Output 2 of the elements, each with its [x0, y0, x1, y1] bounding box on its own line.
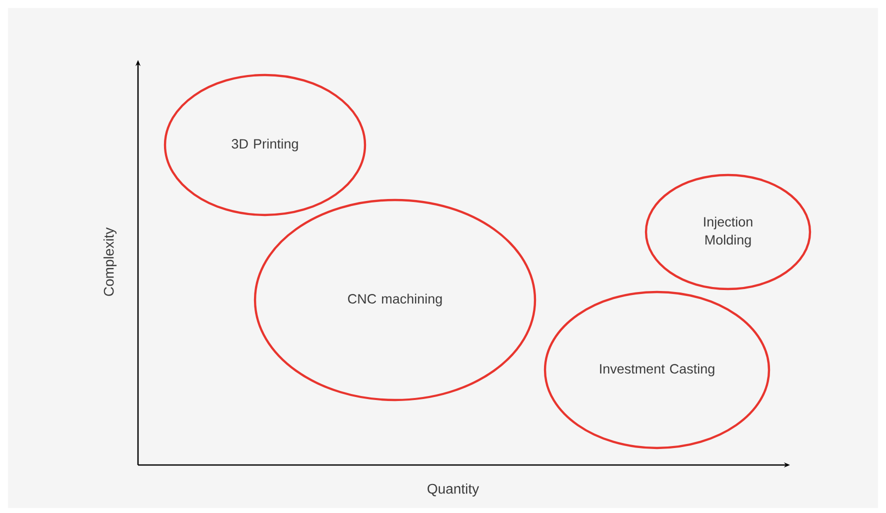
- axis-title: Quantity: [428, 483, 480, 496]
- axis-title: Complexity: [103, 227, 117, 296]
